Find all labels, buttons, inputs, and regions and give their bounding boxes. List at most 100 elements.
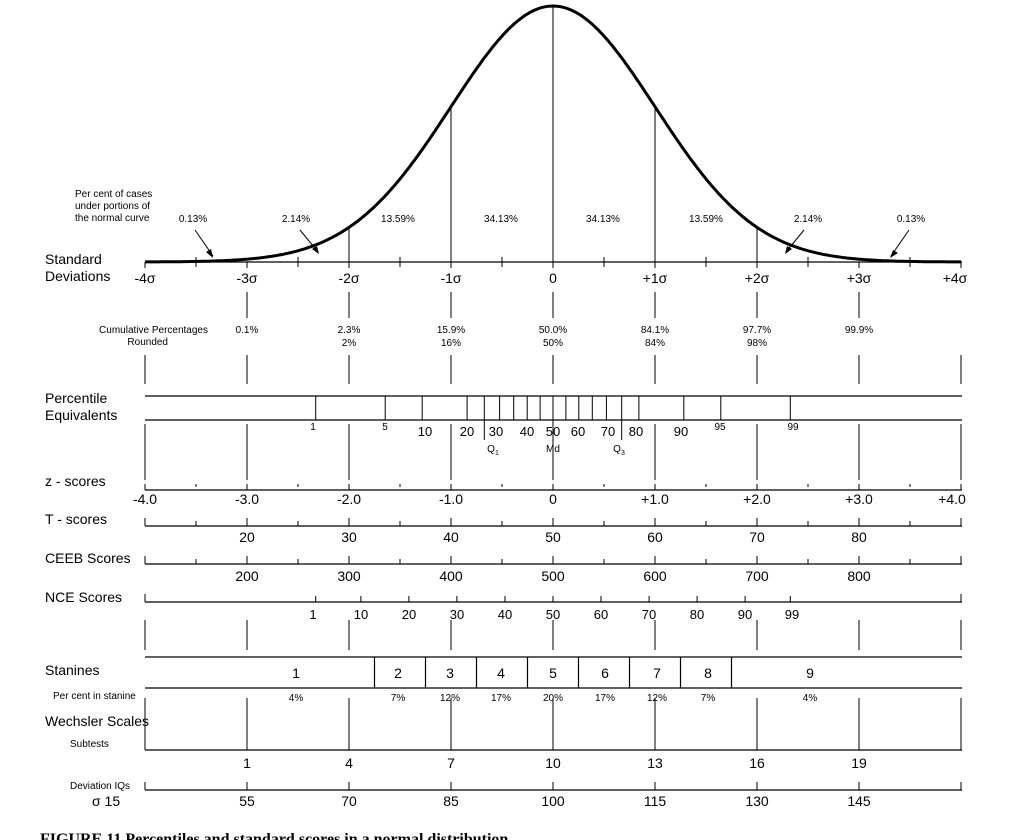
nce-score-label: 99 [785,607,799,622]
nce-label: NCE Scores [45,589,122,605]
stanine-percent: 17% [491,693,511,704]
percentile-label: 30 [489,424,503,439]
percentile-ticks [315,396,791,440]
stanine-number: 7 [653,665,661,681]
sd-label: +1σ [643,270,668,286]
arrow-head [312,246,319,254]
subtest-score-label: 7 [447,755,455,771]
sd-label: -3σ [236,270,257,286]
q3-label: Q3 [613,444,625,457]
nce-score-label: 80 [690,607,704,622]
stanine-percent: 12% [647,693,667,704]
ceeb-score-label: 400 [439,568,463,584]
sd-ticks [144,257,962,268]
area-percent: 0.13% [897,214,925,225]
percentile-label-line2: Equivalents [45,407,117,423]
subtest-score-label: 19 [851,755,867,771]
area-percent: 13.59% [381,214,415,225]
cumulative-top: 15.9% [437,325,465,336]
z-score-label: -4.0 [133,491,157,507]
per-cent-in-stanine-label: Per cent in stanine [53,691,136,702]
stanine-number: 5 [549,665,557,681]
nce-score-label: 90 [738,607,752,622]
cumulative-label-line1: Cumulative Percentages [99,325,208,336]
nce-score-label: 30 [450,607,464,622]
stanine-number: 6 [601,665,609,681]
cumulative-bottom: 50% [543,338,563,349]
subtest-score-label: 1 [243,755,251,771]
t-ticks [144,518,962,526]
ceeb-score-label: 200 [235,568,259,584]
tail-arrows [194,229,910,258]
z-score-label: -2.0 [337,491,361,507]
per-cent-cases-note-line2: under portions of [75,201,150,212]
stanine-percent: 4% [803,693,818,704]
z-score-label: +3.0 [845,491,873,507]
wechsler-label: Wechsler Scales [45,713,149,729]
iq-score-label: 70 [341,793,357,809]
percentile-label: 20 [460,424,474,439]
z-ticks [144,484,962,490]
ceeb-score-label: 700 [745,568,769,584]
t-score-label: 80 [851,529,867,545]
iq-ticks [144,782,962,790]
per-cent-cases-note-line3: the normal curve [75,213,150,224]
cumulative-top: 50.0% [539,325,567,336]
subtest-score-label: 13 [647,755,663,771]
ceeb-score-label: 600 [643,568,667,584]
ceeb-score-label: 500 [541,568,565,584]
z-score-label: 0 [549,491,557,507]
percentile-label: 1 [310,422,316,433]
nce-score-label: 50 [546,607,560,622]
cumulative-top: 99.9% [845,325,873,336]
stanine-number: 4 [497,665,505,681]
percentile-label: 50 [546,424,560,439]
ceeb-label: CEEB Scores [45,550,131,566]
t-score-label: 20 [239,529,255,545]
area-percent: 2.14% [282,214,310,225]
standard-label: Standard [45,251,102,267]
figure-caption: FIGURE 11 Percentiles and standard score… [40,831,508,840]
iq-score-label: 130 [745,793,769,809]
sd-label: -1σ [440,270,461,286]
sd-label: -4σ [134,270,155,286]
arrow-head [785,246,792,254]
ceeb-score-label: 800 [847,568,871,584]
z-score-label: +2.0 [743,491,771,507]
cumulative-bottom: 98% [747,338,767,349]
z-score-label: +1.0 [641,491,669,507]
iq-score-label: 55 [239,793,255,809]
per-cent-cases-note-line1: Per cent of cases [75,189,152,200]
subtest-score-label: 10 [545,755,561,771]
percentile-label: 99 [787,422,799,433]
t-score-label: 60 [647,529,663,545]
percentile-label-line1: Percentile [45,390,107,406]
iq-score-label: 115 [644,793,667,809]
z-score-label: -3.0 [235,491,259,507]
deviations-label: Deviations [45,268,110,284]
cumulative-bottom: 16% [441,338,461,349]
t-score-label: 50 [545,529,561,545]
area-percent: 34.13% [586,214,620,225]
iq-score-label: 100 [541,793,565,809]
nce-score-label: 1 [309,607,316,622]
nce-score-label: 10 [354,607,368,622]
percentile-label: 10 [418,424,432,439]
nce-score-label: 40 [498,607,512,622]
sd-label: -2σ [338,270,359,286]
stanine-percent: 12% [440,693,460,704]
stanine-number: 9 [806,665,814,681]
stanine-number: 8 [704,665,712,681]
percentile-label: 5 [382,422,388,433]
cumulative-top: 0.1% [236,325,259,336]
normal-curve-group [145,4,961,264]
sd-label: +2σ [745,270,770,286]
subtests-label: Subtests [70,739,109,750]
nce-ticks [144,594,962,602]
cumulative-bottom: 84% [645,338,665,349]
stanine-boundaries [373,657,733,688]
percentile-label: 95 [714,422,726,433]
cumulative-bottom: 2% [342,338,357,349]
